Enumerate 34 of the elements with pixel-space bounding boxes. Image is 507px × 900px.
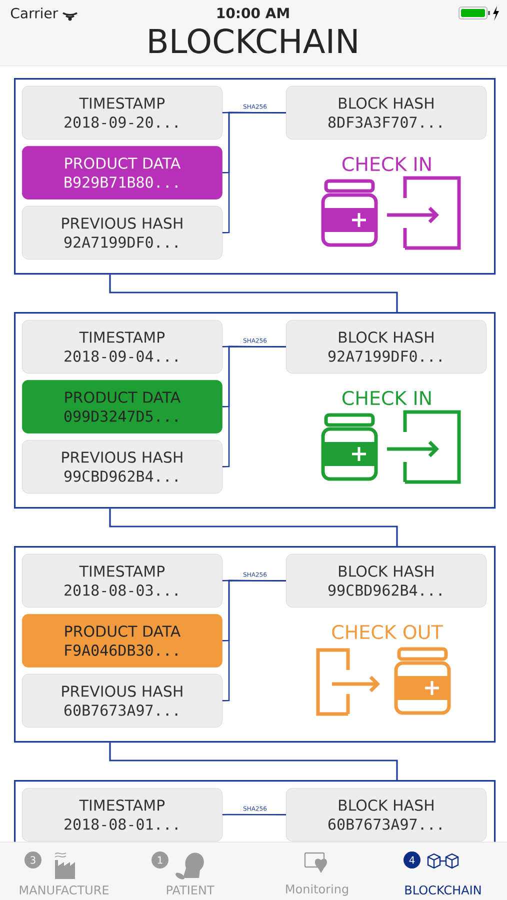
- data-box: PREVIOUS HASH 99CBD962B4...: [22, 440, 222, 494]
- hash-connector: [222, 112, 286, 234]
- data-box: TIMESTAMP 2018-08-01...: [22, 788, 222, 842]
- product-data-box: PRODUCT DATA 099D3247D5...: [22, 380, 222, 434]
- data-box: BLOCK HASH 99CBD962B4...: [286, 554, 486, 608]
- count-badge: 1: [152, 852, 168, 868]
- count-badge: 3: [24, 852, 42, 868]
- hash-connector: [222, 346, 286, 468]
- hash-connector: [222, 580, 286, 702]
- product-data-box: PRODUCT DATA B929B71B80...: [22, 146, 222, 200]
- data-box: TIMESTAMP 2018-09-04...: [22, 320, 222, 374]
- data-box: BLOCK HASH 60B7673A97...: [286, 788, 486, 842]
- data-box: TIMESTAMP 2018-09-20...: [22, 86, 222, 140]
- data-box: PREVIOUS HASH 60B7673A97...: [22, 674, 222, 728]
- data-box: PREVIOUS HASH 92A7199DF0...: [22, 206, 222, 260]
- tab-label: BLOCKCHAIN: [405, 885, 481, 895]
- status-label: CHECK IN: [342, 390, 431, 406]
- hash-connector: [222, 814, 286, 816]
- data-box: BLOCK HASH 92A7199DF0...: [286, 320, 486, 374]
- status-label: CHECK OUT: [332, 624, 443, 640]
- chain-link: [109, 274, 398, 312]
- tab-label: PATIENT: [166, 886, 214, 894]
- chain-link: [109, 742, 398, 780]
- data-box: TIMESTAMP 2018-08-03...: [22, 554, 222, 608]
- tab-label: Monitoring: [286, 884, 348, 896]
- chain-link: [109, 508, 398, 546]
- status-label: CHECK IN: [342, 156, 431, 172]
- count-badge: 4: [404, 852, 420, 868]
- status-text: Carrier: [10, 8, 58, 18]
- data-box: BLOCK HASH 8DF3A3F707...: [286, 86, 486, 140]
- product-data-box: PRODUCT DATA F9A046DB30...: [22, 614, 222, 668]
- status-text: 10:00 AM: [217, 8, 289, 18]
- tab-label: MANUFACTURE: [20, 885, 108, 895]
- page-title: BLOCKCHAIN: [149, 28, 357, 54]
